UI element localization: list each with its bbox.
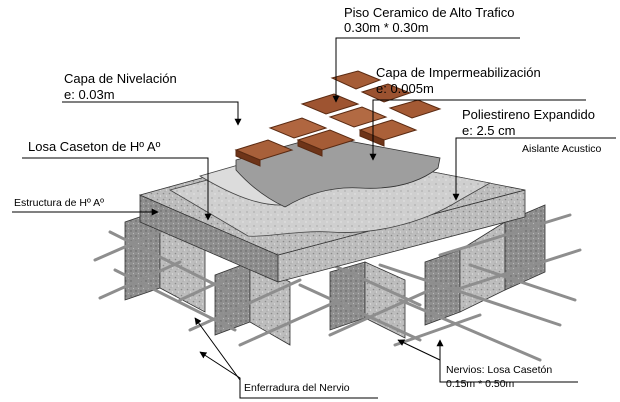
leader-nivelacion — [62, 101, 242, 126]
leader-losa — [22, 157, 212, 221]
leader-poliestireno — [452, 137, 616, 201]
label-losa: Losa Caseton de Hº Aº — [28, 139, 161, 154]
label-enferradura: Enferradura del Nervio — [244, 382, 350, 394]
label-poliestireno-title: Poliestireno Expandido — [462, 107, 595, 122]
leader-impermeabilizacion — [369, 99, 586, 161]
label-nervios-title: Nervios: Losa Casetón — [446, 364, 553, 376]
label-piso-title: Piso Ceramico de Alto Trafico — [344, 5, 515, 20]
label-impermeabilizacion-dim: e: 0.005m — [376, 81, 434, 96]
label-aislante: Aislante Acustico — [522, 143, 602, 155]
leader-nervios — [436, 339, 578, 383]
label-poliestireno-dim: e: 2.5 cm — [462, 123, 516, 138]
label-nivelacion-dim: e: 0.03m — [64, 87, 115, 102]
ceramic-tiles — [234, 70, 442, 167]
rib-beams — [124, 204, 546, 346]
leader-enferradura — [199, 351, 378, 399]
label-impermeabilizacion-title: Capa de Impermeabilización — [376, 65, 541, 80]
waterproofing-layer — [235, 135, 441, 208]
leader-piso — [332, 37, 520, 103]
label-nivelacion-title: Capa de Nivelación — [64, 71, 177, 86]
label-piso-dim: 0.30m * 0.30m — [344, 20, 429, 35]
leader-lines — [12, 37, 616, 399]
label-nervios-dim: 0.15m * 0.50m — [446, 378, 515, 390]
label-estructura: Estructura de Hº Aº — [14, 197, 104, 209]
